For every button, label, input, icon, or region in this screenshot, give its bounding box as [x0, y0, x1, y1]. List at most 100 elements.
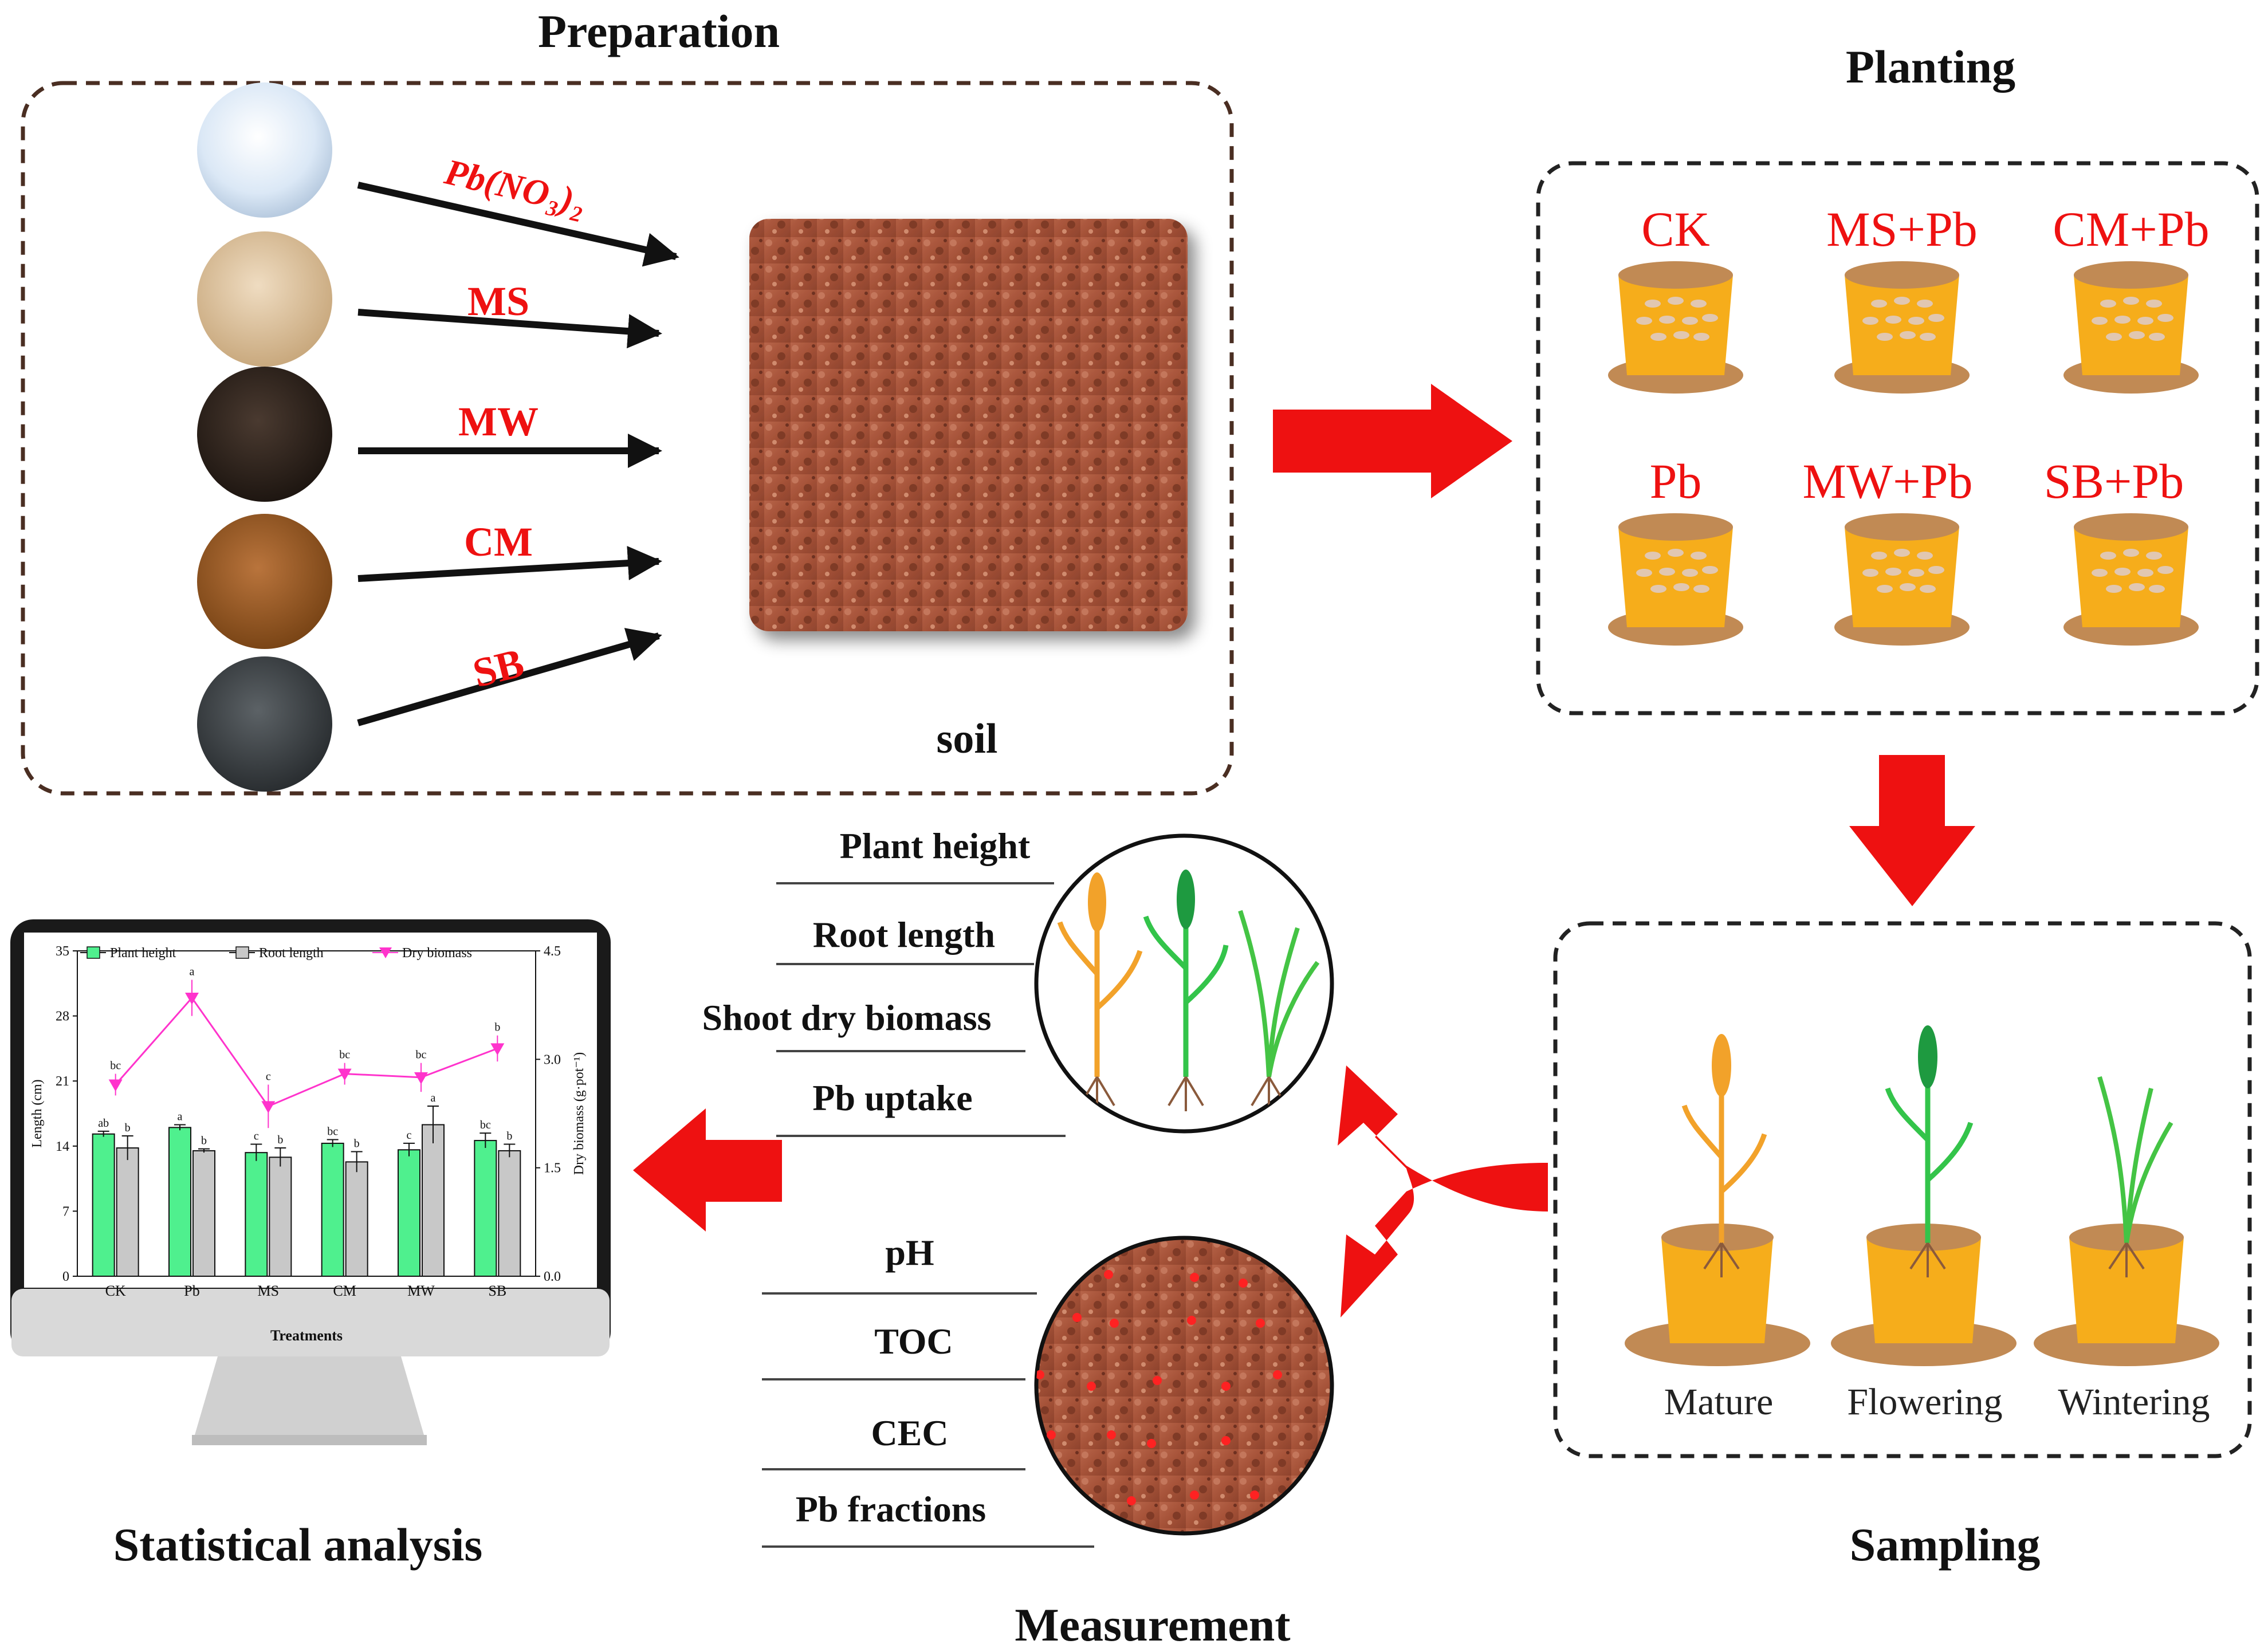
planting-pot-6	[2063, 513, 2199, 646]
cm-sample	[197, 514, 332, 649]
chart-bar	[345, 1161, 368, 1277]
planting-pot-3	[2063, 261, 2199, 394]
chart-sig-letter: bc	[327, 1125, 338, 1138]
label-mw: MW	[458, 399, 538, 445]
chart-line-sig-letter: a	[190, 965, 195, 978]
title-measurement: Measurement	[1015, 1599, 1291, 1651]
title-planting: Planting	[1845, 41, 2016, 93]
chart-y2label: Dry biomass (g·pot⁻¹)	[572, 1052, 587, 1175]
chart-sig-letter: b	[506, 1130, 512, 1143]
chart-line-sig-letter: bc	[110, 1060, 121, 1072]
measure-plant-height: Plant height	[839, 825, 1031, 866]
ms-sample	[197, 231, 332, 367]
chart-legend-swatch	[87, 946, 100, 959]
planting-pot-1	[1608, 261, 1743, 394]
planting-pot-2	[1834, 261, 1970, 394]
chart-sig-letter: a	[431, 1092, 436, 1104]
chart-sig-letter: a	[178, 1110, 183, 1123]
measure-pb-fractions: Pb fractions	[795, 1489, 986, 1529]
chart-bar	[168, 1127, 191, 1277]
chart-bar	[422, 1124, 445, 1277]
chart-line-point	[337, 1068, 352, 1081]
chart-legend-swatch	[235, 946, 249, 959]
chart-line-point	[490, 1043, 505, 1056]
chart-y2tick-label: 1.5	[544, 1161, 561, 1176]
chart-line-sig-letter: bc	[416, 1049, 427, 1061]
chart-bar	[192, 1150, 215, 1277]
chart-frame	[77, 950, 536, 1277]
chart-line-point	[108, 1079, 123, 1092]
chart-line-point	[261, 1101, 276, 1114]
sampling-pots	[1625, 1025, 2219, 1366]
chart-sig-letter: b	[125, 1122, 131, 1134]
chart-sig-letter: b	[277, 1134, 283, 1146]
arrow-to-planting	[1273, 384, 1512, 498]
chart-legend-swatch	[379, 947, 392, 958]
chart-ytick-label: 14	[56, 1139, 69, 1154]
planting-box	[1536, 161, 2259, 715]
chart-line-dry-biomass	[115, 996, 498, 1108]
chart-bar	[269, 1157, 292, 1277]
pb-nitrate-sample	[197, 82, 332, 218]
chart-bar	[498, 1150, 521, 1277]
chart-ytick-label: 35	[56, 944, 69, 959]
chart-y2tick-label: 4.5	[544, 944, 561, 959]
label-ms: MS	[467, 278, 529, 324]
chart-y2tick-label: 0.0	[544, 1269, 561, 1284]
title-statistical-analysis: Statistical analysis	[113, 1519, 483, 1571]
chart-category-label: MW	[407, 1283, 435, 1299]
arrow-to-statistics	[633, 1108, 782, 1232]
stage-wintering: Wintering	[2058, 1381, 2210, 1423]
chart-category-label: CK	[105, 1283, 126, 1299]
chart-legend-label: Plant height	[110, 946, 176, 961]
chart-sig-letter: b	[354, 1138, 360, 1150]
chart-ylabel: Length (cm)	[30, 1079, 45, 1147]
soil-image	[749, 219, 1188, 631]
measure-plants	[1057, 870, 1320, 1111]
chart-sig-letter: bc	[480, 1119, 491, 1131]
measure-pb-uptake: Pb uptake	[812, 1077, 973, 1118]
label-soil: soil	[936, 715, 998, 762]
arrow-to-sampling	[1849, 755, 1975, 906]
chart-y2tick-label: 3.0	[544, 1052, 561, 1067]
chart-ytick-label: 0	[62, 1269, 69, 1284]
treatment-ms-pb: MS+Pb	[1826, 202, 1978, 257]
sb-sample	[197, 656, 332, 792]
treatment-sb-pb: SB+Pb	[2043, 454, 2184, 509]
chart-sig-letter: b	[201, 1135, 207, 1147]
chart-sig-letter: c	[254, 1130, 259, 1143]
chart-category-label: MS	[258, 1283, 280, 1299]
stage-flowering: Flowering	[1847, 1381, 2003, 1423]
chart-bar	[398, 1149, 420, 1277]
title-preparation: Preparation	[537, 5, 780, 57]
measure-shoot-dry-biomass: Shoot dry biomass	[702, 997, 992, 1038]
chart-ytick-label: 21	[56, 1074, 69, 1089]
chart-bar	[321, 1142, 344, 1277]
chart-line-sig-letter: c	[266, 1071, 271, 1083]
chart-sig-letter: c	[407, 1129, 412, 1142]
chart-line-point	[185, 993, 199, 1005]
measure-root-length: Root length	[812, 914, 996, 955]
planting-pot-4	[1608, 513, 1743, 646]
arrow-to-measurement	[1338, 1065, 1548, 1317]
chart-bar	[245, 1152, 268, 1277]
label-cm: CM	[464, 519, 533, 565]
treatment-pb: Pb	[1649, 454, 1702, 509]
stage-mature: Mature	[1664, 1381, 1774, 1423]
chart-line-point	[414, 1072, 428, 1084]
chart-bar	[474, 1140, 497, 1277]
sampling-box	[1553, 921, 2252, 1458]
chart-sig-letter: ab	[98, 1117, 109, 1130]
chart-bar	[116, 1147, 139, 1277]
treatment-mw-pb: MW+Pb	[1802, 454, 1973, 509]
treatment-cm-pb: CM+Pb	[2053, 202, 2210, 257]
chart-xlabel: Treatments	[270, 1327, 343, 1344]
chart-ytick-label: 28	[56, 1009, 69, 1024]
measure-toc: TOC	[874, 1321, 953, 1362]
chart-line-sig-letter: bc	[339, 1049, 350, 1061]
measure-ph: pH	[885, 1232, 934, 1273]
planting-pot-5	[1834, 513, 1970, 646]
title-sampling: Sampling	[1849, 1519, 2041, 1571]
